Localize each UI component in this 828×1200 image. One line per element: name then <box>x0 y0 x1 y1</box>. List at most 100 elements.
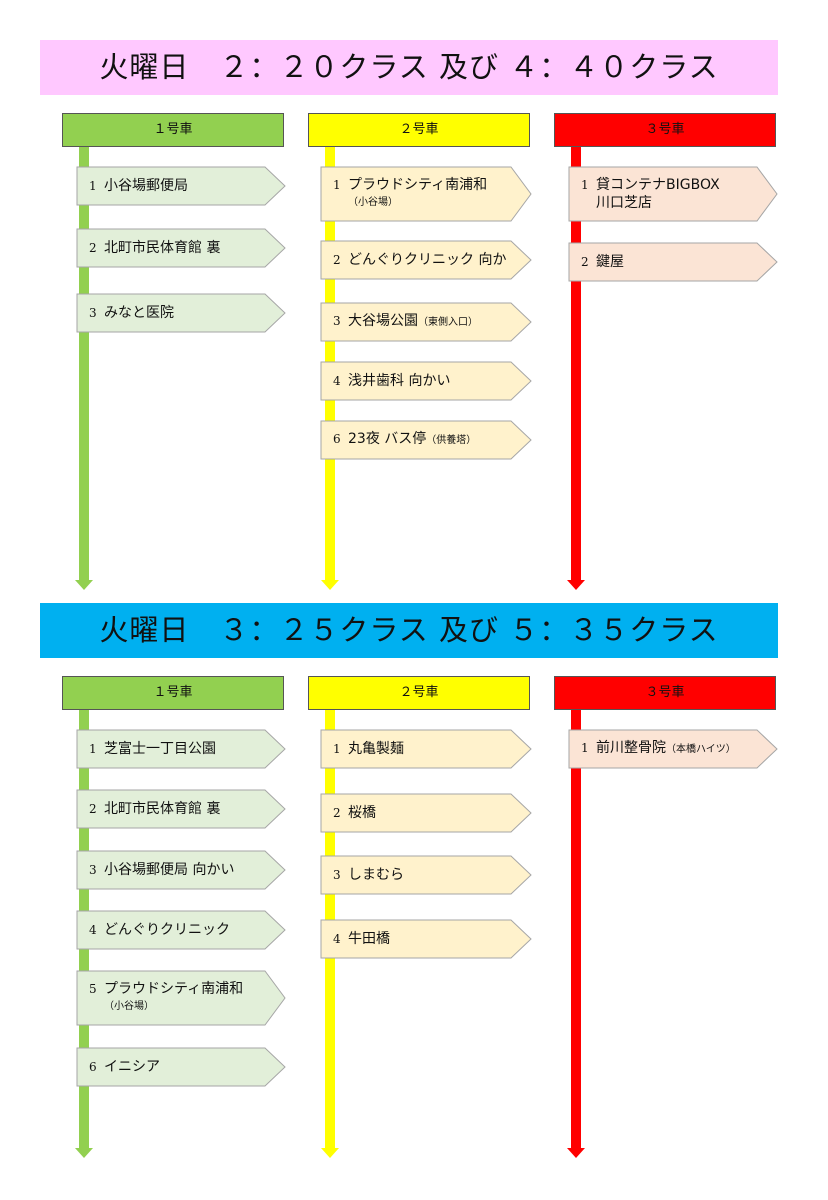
stop-label: 1 小谷場郵便局 <box>89 167 263 205</box>
car-header: １号車 <box>62 113 284 147</box>
stop-note: （本橋ハイツ） <box>666 744 736 755</box>
stop-name: みなと医院 <box>104 305 174 321</box>
stop-name: プラウドシティ南浦和 <box>348 177 488 193</box>
section-title-1: 火曜日 ２：２０クラス 及び ４：４０クラス <box>40 40 778 95</box>
stop-name: 北町市民体育館 裏 <box>104 801 221 817</box>
stop-number: 1 <box>581 741 589 755</box>
stop-number: 6 <box>89 1060 97 1074</box>
stop-note: （小谷場） <box>348 197 398 208</box>
stop-arrow-shape <box>320 855 532 895</box>
stop-name: 丸亀製麺 <box>348 741 404 757</box>
stop-label: 4 牛田橋 <box>333 920 509 958</box>
stop-name: 前川整骨院 <box>596 740 666 756</box>
stop-number: 4 <box>333 932 341 946</box>
arrow-down-icon <box>567 1148 585 1158</box>
stop-arrow-shape <box>320 729 532 769</box>
stop-number: 3 <box>333 868 341 882</box>
stop-label: 4 浅井歯科 向かい <box>333 362 509 400</box>
stop-item: 3 しまむら <box>320 855 532 895</box>
stop-name: プラウドシティ南浦和 <box>104 981 244 997</box>
stop-name: 牛田橋 <box>348 931 390 947</box>
stop-item: 2 鍵屋 <box>568 242 778 282</box>
stop-arrow-shape <box>76 1047 286 1087</box>
stop-number: 1 <box>89 179 97 193</box>
stop-number: 3 <box>89 863 97 877</box>
stop-name: 大谷場公園 <box>348 313 418 329</box>
car-header: １号車 <box>62 676 284 710</box>
car-header: ３号車 <box>554 113 776 147</box>
stop-label: 5 プラウドシティ南浦和 （小谷場） <box>89 971 263 1025</box>
stop-item: 1 丸亀製麺 <box>320 729 532 769</box>
stop-name: どんぐりクリニック <box>104 922 230 938</box>
stop-item: 1 前川整骨院（本橋ハイツ） <box>568 729 778 769</box>
stop-name: しまむら <box>348 867 404 883</box>
stop-item: 4 浅井歯科 向かい <box>320 361 532 401</box>
stop-item: 5 プラウドシティ南浦和 （小谷場） <box>76 970 286 1026</box>
stop-item: 3 みなと医院 <box>76 293 286 333</box>
stop-name: 北町市民体育館 裏 <box>104 240 221 256</box>
stop-arrow-shape <box>76 970 286 1026</box>
stop-arrow-shape <box>320 919 532 959</box>
stop-name-line2: 川口芝店 <box>596 195 652 211</box>
stop-name: 小谷場郵便局 <box>104 178 188 194</box>
stop-number: 6 <box>333 432 341 446</box>
stop-number: 2 <box>89 241 97 255</box>
stop-arrow-shape <box>568 242 778 282</box>
stop-number: 1 <box>333 178 341 192</box>
stop-label: 1 前川整骨院（本橋ハイツ） <box>581 730 755 768</box>
stop-arrow-shape <box>76 850 286 890</box>
stop-arrow-shape <box>320 793 532 833</box>
stop-item: 4 牛田橋 <box>320 919 532 959</box>
stop-arrow-shape <box>320 166 532 222</box>
stop-arrow-shape <box>320 420 532 460</box>
stop-item: 1 芝富士一丁目公園 <box>76 729 286 769</box>
stop-number: 4 <box>333 374 341 388</box>
stop-name: 芝富士一丁目公園 <box>104 741 216 757</box>
stop-name: どんぐりクリニック 向か <box>348 252 507 268</box>
stop-label: 1 芝富士一丁目公園 <box>89 730 263 768</box>
stop-name: 桜橋 <box>348 805 376 821</box>
route-line <box>571 710 581 1148</box>
stop-number: 1 <box>333 742 341 756</box>
stop-arrow-shape <box>320 240 532 280</box>
stop-number: 2 <box>333 253 341 267</box>
stop-item: 6 イニシア <box>76 1047 286 1087</box>
car-header: ３号車 <box>554 676 776 710</box>
car-header: ２号車 <box>308 676 530 710</box>
stop-name: 浅井歯科 向かい <box>348 373 451 389</box>
stop-note: （小谷場） <box>104 1001 154 1012</box>
stop-label: 6 イニシア <box>89 1048 263 1086</box>
stop-label: 1 プラウドシティ南浦和 （小谷場） <box>333 167 509 221</box>
stop-label: 1 丸亀製麺 <box>333 730 509 768</box>
section-title-2: 火曜日 ３：２５クラス 及び ５：３５クラス <box>40 603 778 658</box>
stop-arrow-shape <box>76 789 286 829</box>
stop-arrow-shape <box>320 302 532 342</box>
stop-arrow-shape <box>76 166 286 206</box>
stop-item: 1 小谷場郵便局 <box>76 166 286 206</box>
stop-label: 3 大谷場公園（東側入口） <box>333 303 509 341</box>
stop-item: 3 大谷場公園（東側入口） <box>320 302 532 342</box>
stop-note: （東側入口） <box>418 317 478 328</box>
stop-note: （供養塔） <box>426 435 477 446</box>
stop-name: イニシア <box>104 1059 160 1075</box>
stop-number: 2 <box>581 255 589 269</box>
arrow-down-icon <box>321 1148 339 1158</box>
route-line <box>79 147 89 580</box>
stop-number: 1 <box>89 742 97 756</box>
stop-number: 5 <box>89 982 97 996</box>
stop-label: 3 みなと医院 <box>89 294 263 332</box>
stop-name: 鍵屋 <box>596 254 624 270</box>
stop-number: 3 <box>333 314 341 328</box>
stop-arrow-shape <box>76 228 286 268</box>
arrow-down-icon <box>75 580 93 590</box>
stop-number: 3 <box>89 306 97 320</box>
